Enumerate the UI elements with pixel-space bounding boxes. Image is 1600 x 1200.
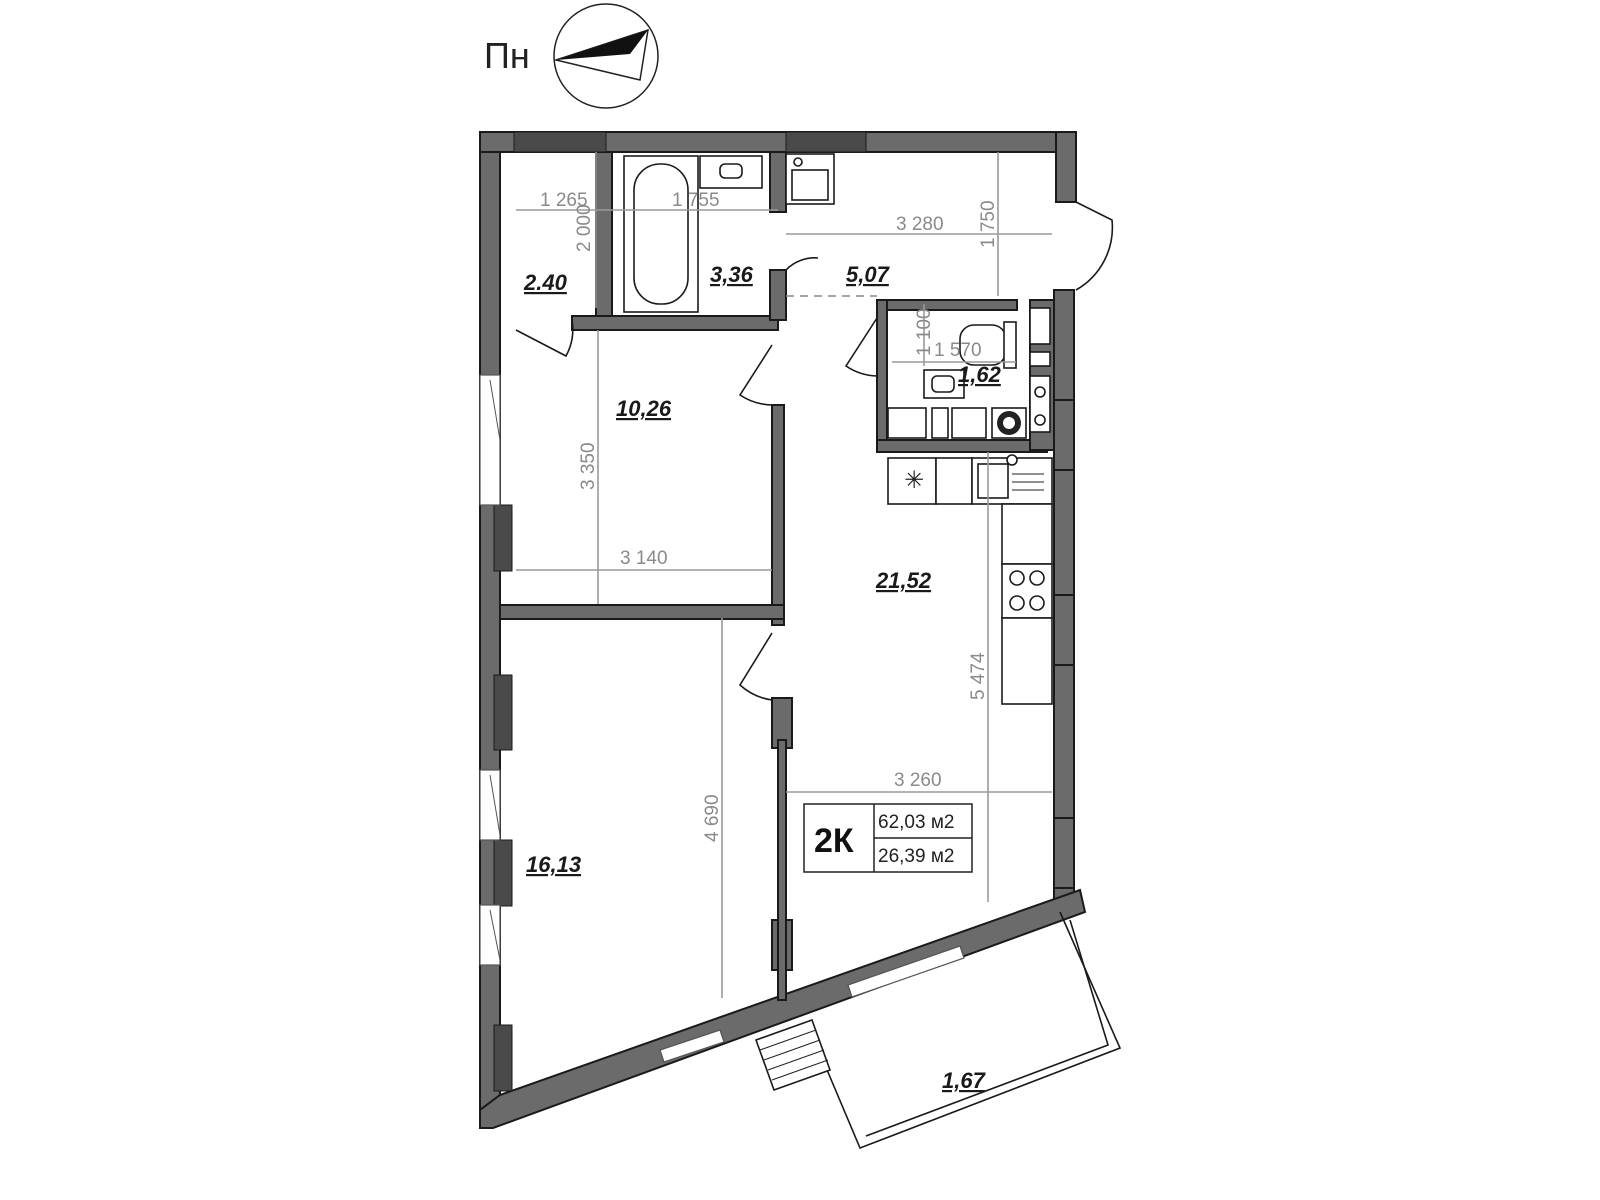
dim-bedroom-large-depth: 4 690 — [702, 794, 723, 842]
dim-bedroom-small-depth: 3 350 — [578, 442, 599, 490]
kitchen-sink-icon — [971, 454, 1053, 505]
fridge-icon: ✳ — [887, 457, 937, 505]
cooktop-icon — [1001, 563, 1053, 619]
area-hallway: 5,07 — [846, 262, 891, 287]
boiler-icon — [991, 407, 1027, 439]
north-arrow-icon — [553, 3, 659, 109]
wc-sink-icon — [923, 369, 965, 399]
dim-hall-width: 3 280 — [896, 214, 944, 235]
area-bathroom: 3,36 — [710, 262, 754, 287]
living-area: 26,39 м2 — [878, 846, 954, 867]
room-areas: 2.40 3,36 5,07 1,62 10,26 21,52 16,13 1,… — [523, 262, 1002, 1093]
area-balcony: 1,67 — [942, 1068, 987, 1093]
area-wc: 1,62 — [958, 362, 1002, 387]
walls — [479, 131, 1087, 1129]
compass-label: Пн — [484, 35, 530, 76]
windows — [479, 374, 965, 1063]
dim-bedroom-small-width: 3 140 — [620, 548, 668, 569]
area-kitchen-living: 21,52 — [875, 568, 932, 593]
area-bedroom-large: 16,13 — [526, 852, 581, 877]
area-storage: 2.40 — [523, 270, 568, 295]
toilet-icon — [959, 321, 1017, 369]
washing-machine-icon — [785, 153, 835, 205]
dim-storage-depth: 2 000 — [574, 204, 595, 252]
balcony — [754, 911, 1122, 1150]
fixtures: ✳ — [623, 153, 1053, 705]
bathtub-icon — [623, 155, 699, 313]
apartment-type: 2К — [814, 822, 854, 860]
dim-bath-width: 1 755 — [672, 190, 720, 211]
dim-hall-depth: 1 750 — [978, 200, 999, 248]
total-area: 62,03 м2 — [878, 812, 954, 833]
sink-icon — [699, 155, 763, 189]
dim-wc-depth: 1 100 — [914, 308, 935, 356]
dim-wc-width: 1 570 — [934, 340, 982, 361]
compass: Пн — [484, 3, 659, 109]
area-bedroom-small: 10,26 — [616, 396, 672, 421]
steps — [754, 1018, 832, 1092]
cabinet-row — [887, 407, 1027, 439]
summary-box: 2К 62,03 м2 26,39 м2 — [803, 803, 973, 873]
doors — [515, 201, 1114, 701]
dim-storage-width: 1 265 — [540, 190, 588, 211]
dimension-lines — [516, 152, 1052, 998]
svg-text:✳: ✳ — [904, 466, 924, 494]
dimension-labels: 1 265 1 755 2 000 3 280 1 750 1 100 1 57… — [540, 190, 999, 842]
dim-kitchen-depth: 5 474 — [968, 652, 989, 700]
dim-kitchen-width: 3 260 — [894, 770, 942, 791]
